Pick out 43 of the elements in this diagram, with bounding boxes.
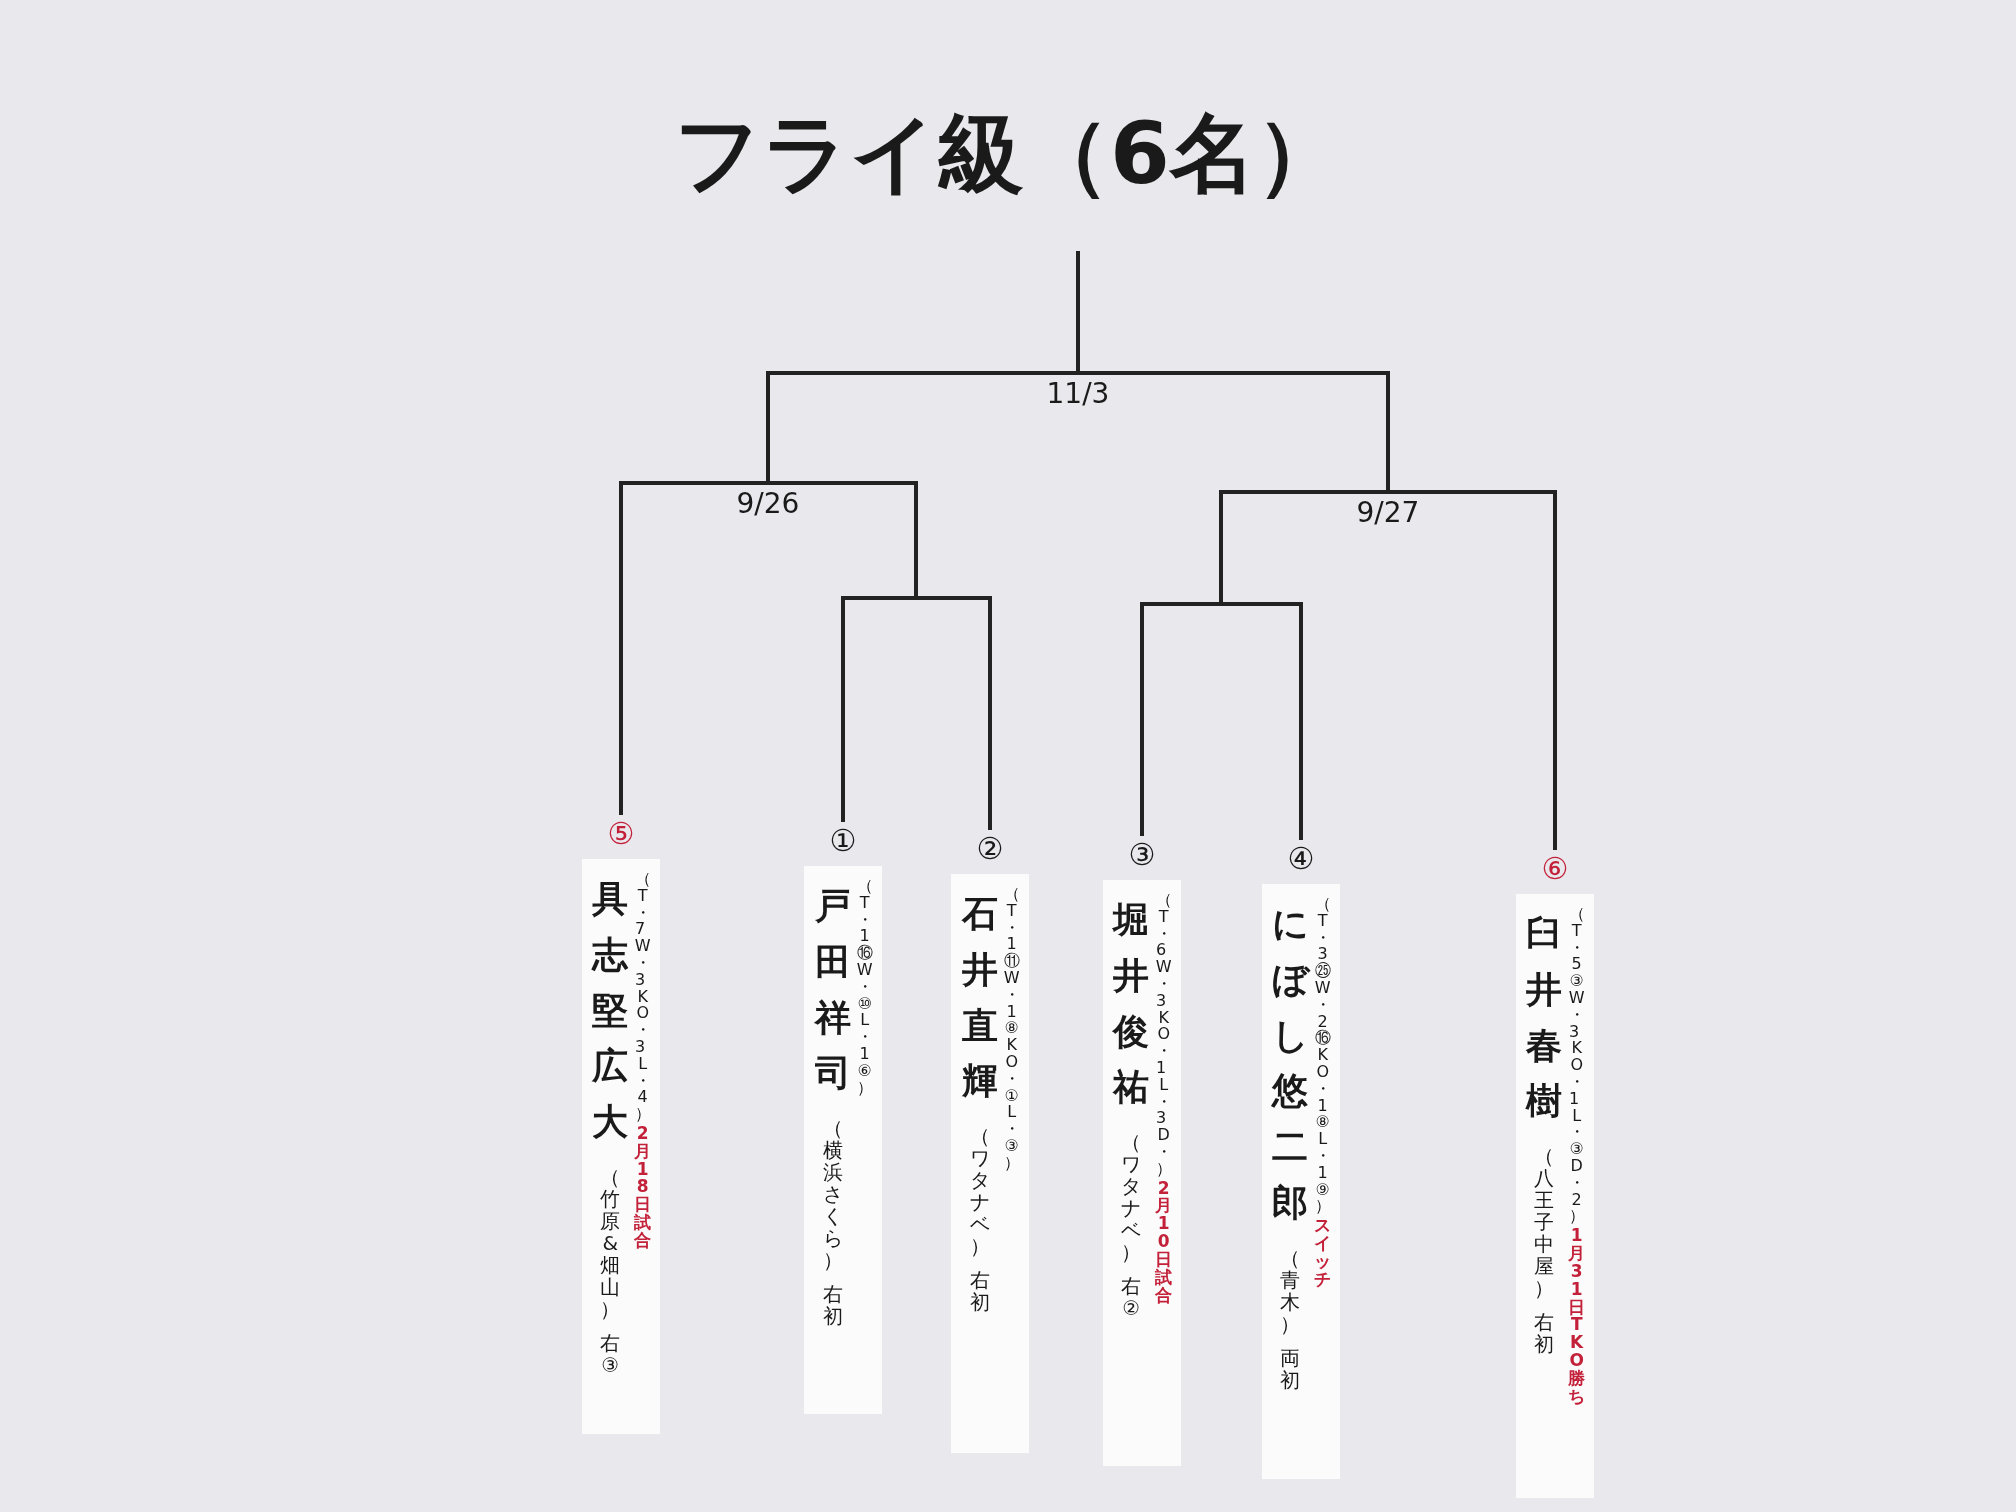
date-label: 11/3 — [1023, 373, 1133, 410]
date-label: 9/26 — [713, 483, 823, 520]
stance-label: 右③ — [599, 1332, 622, 1376]
fight-record: （T・1⑯W・⑩L・1⑥） — [855, 878, 874, 1097]
bracket-line — [1388, 490, 1557, 850]
date-label: 9/27 — [1333, 492, 1443, 529]
gym-name: （ワタナベ） — [1120, 1131, 1143, 1264]
match-note: 2月18日試合 — [633, 1124, 653, 1250]
boxer-name: 戸田祥司 — [813, 884, 852, 1096]
fight-record: （T・1⑪W・1⑧KO・①L・③） — [1002, 886, 1021, 1172]
fight-record: （T・5③W・3 KO・1 L・③D・2） — [1567, 906, 1586, 1226]
fight-record: （T・6 W・3 KO・1 L・3 D・） — [1154, 892, 1173, 1178]
stance-label: 右② — [1120, 1275, 1143, 1320]
gym-name: （横浜さくら） — [821, 1117, 844, 1272]
boxer-name: 石井直輝 — [960, 892, 999, 1104]
boxer-name: 堀井俊祐 — [1111, 898, 1151, 1110]
match-note: スイッチ — [1313, 1217, 1333, 1289]
seed-number: ① — [828, 822, 858, 860]
seed-number: ④ — [1286, 840, 1316, 878]
fight-record: （T・3㉕W・2⑯KO・1⑧L・1⑨） — [1313, 896, 1332, 1216]
boxer-name: 具志堅広大 — [590, 877, 630, 1145]
seed-number: ③ — [1127, 836, 1157, 874]
gym-name: （ワタナベ） — [968, 1125, 991, 1258]
bracket-line — [1076, 251, 1080, 373]
seed-number: ⑥ — [1540, 850, 1570, 888]
bracket-line — [768, 481, 992, 830]
boxer-name: 臼井春樹 — [1524, 912, 1564, 1124]
fight-record: （T・7 W・3 KO・3 L・4） — [633, 871, 652, 1123]
gym-name: （八王子中屋） — [1533, 1145, 1556, 1300]
bracket-line — [766, 371, 1078, 483]
stance-label: 右初 — [968, 1269, 991, 1314]
stance-label: 両初 — [1279, 1346, 1302, 1391]
gym-name: （青木） — [1279, 1246, 1302, 1335]
bracket-line — [619, 481, 768, 815]
match-note: 2月10日試合 — [1154, 1179, 1174, 1305]
bracket-line — [1078, 371, 1390, 492]
stance-label: 右初 — [821, 1283, 844, 1328]
gym-name: （竹原&畑山） — [599, 1166, 622, 1320]
boxer-name: にぼし悠二郎 — [1270, 902, 1311, 1225]
match-note: 1月31日TKO勝ち — [1567, 1227, 1587, 1406]
seed-number: ⑤ — [606, 815, 636, 853]
seed-number: ② — [975, 830, 1005, 868]
stance-label: 右初 — [1533, 1311, 1556, 1356]
